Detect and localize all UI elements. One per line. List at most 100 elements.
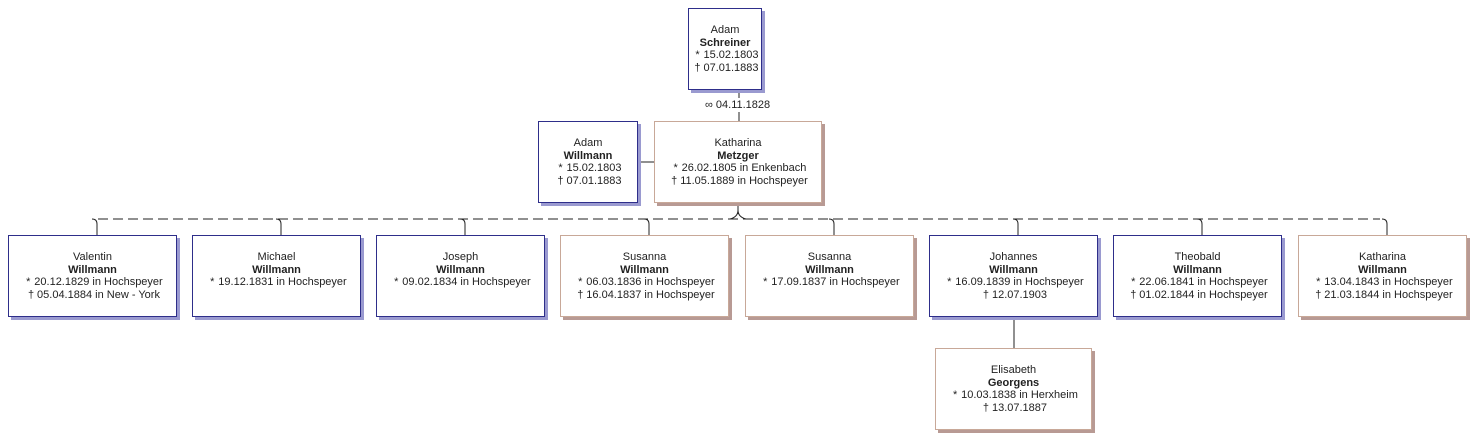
birth-date: 19.12.1831 in Hochspeyer bbox=[218, 276, 347, 288]
death-date: 21.03.1844 in Hochspeyer bbox=[1324, 288, 1453, 301]
death-line: †11.05.1889 in Hochspeyer bbox=[655, 175, 821, 188]
birth-line: *22.06.1841 in Hochspeyer bbox=[1114, 276, 1281, 289]
child-drop-line bbox=[1381, 218, 1388, 235]
given-name: Susanna bbox=[622, 251, 667, 263]
birth-line: *06.03.1836 in Hochspeyer bbox=[561, 276, 728, 289]
birth-line: *13.04.1843 in Hochspeyer bbox=[1299, 276, 1466, 289]
surname: Willmann bbox=[989, 263, 1038, 276]
birth-line: *09.02.1834 in Hochspeyer bbox=[377, 276, 544, 289]
given-name: Michael bbox=[257, 251, 296, 263]
given-name: Katharina bbox=[1358, 251, 1407, 263]
death-cross-icon: † bbox=[982, 401, 990, 414]
marriage-label: ∞ 04.11.1828 bbox=[705, 99, 770, 111]
given-name: Joseph bbox=[442, 251, 479, 263]
death-line: †01.02.1844 in Hochspeyer bbox=[1114, 289, 1281, 302]
birth-line: *17.09.1837 in Hochspeyer bbox=[746, 276, 913, 289]
birth-icon: * bbox=[26, 276, 31, 288]
birth-date: 13.04.1843 in Hochspeyer bbox=[1324, 276, 1453, 288]
death-cross-icon: † bbox=[1315, 288, 1322, 301]
surname: Willmann bbox=[68, 263, 117, 276]
birth-icon: * bbox=[1131, 276, 1136, 288]
death-line: †07.01.1883 bbox=[539, 175, 637, 188]
birth-line: *16.09.1839 in Hochspeyer bbox=[930, 276, 1097, 289]
family-branch bbox=[729, 209, 747, 220]
surname: Willmann bbox=[805, 263, 854, 276]
birth-icon: * bbox=[947, 276, 952, 288]
person-card-katharina-metzger[interactable]: Katharina Metzger *26.02.1805 in Enkenba… bbox=[654, 121, 822, 203]
death-date: 16.04.1837 in Hochspeyer bbox=[586, 288, 715, 301]
death-date: 05.04.1884 in New - York bbox=[37, 288, 160, 301]
birth-line: *19.12.1831 in Hochspeyer bbox=[193, 276, 360, 289]
birth-icon: * bbox=[952, 389, 958, 401]
birth-date: 22.06.1841 in Hochspeyer bbox=[1139, 276, 1268, 288]
given-name: Katharina bbox=[714, 137, 762, 149]
person-card-adam-willmann[interactable]: Adam Willmann *15.02.1803 †07.01.1883 bbox=[538, 121, 638, 203]
death-cross-icon: † bbox=[577, 288, 584, 301]
given-name: Theobald bbox=[1174, 251, 1221, 263]
surname: Willmann bbox=[620, 263, 669, 276]
birth-icon: * bbox=[1316, 276, 1321, 288]
birth-icon: * bbox=[578, 276, 583, 288]
death-line: †12.07.1903 bbox=[930, 289, 1097, 302]
birth-line: *15.02.1803 bbox=[539, 162, 637, 175]
death-line: †13.07.1887 bbox=[936, 402, 1091, 415]
birth-line: *26.02.1805 in Enkenbach bbox=[655, 162, 821, 175]
birth-date: 06.03.1836 in Hochspeyer bbox=[586, 276, 715, 288]
surname: Willmann bbox=[252, 263, 301, 276]
birth-date: 10.03.1838 in Herxheim bbox=[961, 389, 1078, 401]
birth-icon: * bbox=[210, 276, 215, 288]
death-cross-icon: † bbox=[671, 174, 678, 187]
surname: Willmann bbox=[1358, 263, 1407, 276]
birth-icon: * bbox=[558, 162, 563, 174]
person-card-elisabeth-georgens[interactable]: Elisabeth Georgens *10.03.1838 in Herxhe… bbox=[935, 348, 1092, 430]
birth-icon: * bbox=[673, 162, 678, 174]
birth-date: 17.09.1837 in Hochspeyer bbox=[771, 276, 900, 288]
child-drop-line bbox=[275, 218, 282, 235]
surname: Willmann bbox=[436, 263, 485, 276]
child-drop-line bbox=[1012, 218, 1019, 235]
person-card-adam-schreiner[interactable]: Adam Schreiner *15.02.1803 †07.01.1883 bbox=[688, 8, 762, 90]
child-drop-line bbox=[91, 218, 98, 235]
death-cross-icon: † bbox=[557, 174, 564, 187]
marriage-rings-icon: ∞ bbox=[705, 99, 713, 111]
death-cross-icon: † bbox=[1130, 288, 1137, 301]
death-date: 07.01.1883 bbox=[566, 174, 622, 187]
surname: Metzger bbox=[717, 149, 759, 162]
given-name: Elisabeth bbox=[990, 364, 1037, 376]
given-name: Adam bbox=[573, 137, 603, 149]
child-drop-line bbox=[459, 218, 466, 235]
surname: Schreiner bbox=[699, 36, 751, 49]
birth-icon: * bbox=[394, 276, 399, 288]
death-date: 12.07.1903 bbox=[991, 288, 1048, 301]
child-drop-line bbox=[828, 218, 835, 235]
child-drop-line bbox=[643, 218, 650, 235]
birth-date: 15.02.1803 bbox=[566, 162, 622, 174]
given-name: Adam bbox=[710, 24, 740, 36]
death-line: †16.04.1837 in Hochspeyer bbox=[561, 289, 728, 302]
death-cross-icon: † bbox=[27, 288, 35, 301]
death-date: 07.01.1883 bbox=[703, 61, 759, 74]
birth-date: 26.02.1805 in Enkenbach bbox=[681, 162, 807, 174]
birth-line: *20.12.1829 in Hochspeyer bbox=[9, 276, 176, 289]
birth-icon: * bbox=[763, 276, 768, 288]
death-date: 11.05.1889 in Hochspeyer bbox=[680, 174, 808, 187]
child-drop-line bbox=[1196, 218, 1203, 235]
surname: Willmann bbox=[563, 149, 613, 162]
birth-date: 16.09.1839 in Hochspeyer bbox=[955, 276, 1084, 288]
birth-date: 09.02.1834 in Hochspeyer bbox=[402, 276, 531, 288]
birth-date: 15.02.1803 bbox=[703, 49, 759, 61]
death-line: †07.01.1883 bbox=[689, 62, 761, 75]
birth-line: *10.03.1838 in Herxheim bbox=[936, 389, 1091, 402]
surname: Willmann bbox=[1173, 263, 1222, 276]
birth-date: 20.12.1829 in Hochspeyer bbox=[34, 276, 163, 288]
